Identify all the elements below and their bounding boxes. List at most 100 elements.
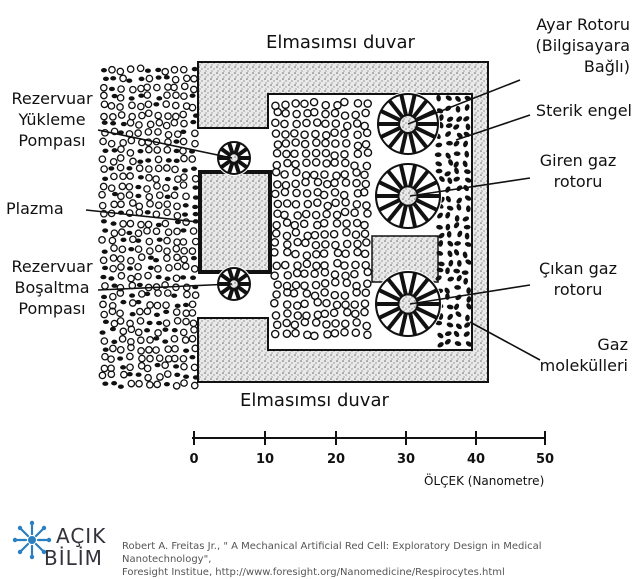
plasma-dot — [110, 76, 117, 81]
reservoir-ring — [282, 329, 292, 338]
plasma-ring — [100, 165, 108, 173]
reservoir-ring — [273, 280, 283, 289]
reservoir-ring — [312, 138, 321, 147]
plasma-dot — [165, 158, 172, 163]
plasma-ring — [127, 379, 136, 388]
plasma-ring — [154, 289, 162, 297]
plasma-dot — [102, 228, 109, 233]
plasma-ring — [100, 100, 109, 109]
plasma-dot — [102, 319, 109, 325]
plasma-dot — [173, 158, 180, 164]
plasma-ring — [125, 182, 134, 191]
plasma-dot — [180, 228, 187, 233]
plasma-ring — [162, 301, 170, 310]
plasma-dot — [100, 219, 107, 224]
plasma-ring — [189, 319, 198, 328]
plasma-ring — [180, 154, 188, 163]
gas-molecule — [466, 287, 471, 295]
gas-molecule — [456, 197, 462, 204]
reservoir-ring — [329, 308, 339, 318]
rotor-blade — [387, 99, 404, 118]
plasma-ring — [180, 255, 189, 264]
reservoir-ring — [313, 297, 323, 307]
plasma-ring — [163, 208, 171, 217]
plasma-ring — [110, 172, 118, 181]
plasma-ring — [126, 363, 134, 372]
rotor-blade — [219, 285, 232, 296]
plasma-ring — [171, 112, 180, 121]
reservoir-ring — [283, 270, 293, 280]
reservoir-ring — [301, 209, 311, 219]
plasma-ring — [126, 352, 134, 361]
plasma-ring — [156, 373, 164, 381]
plasma-ring — [127, 343, 135, 352]
plasma-ring — [173, 253, 181, 262]
reservoir-ring — [273, 199, 283, 209]
plasma-ring — [108, 301, 117, 310]
plasma-ring — [101, 352, 109, 361]
gas-molecule — [436, 224, 443, 230]
gas-molecule — [447, 276, 455, 282]
reservoir-ring — [323, 201, 333, 211]
plasma-dot — [135, 238, 142, 243]
reservoir-ring — [301, 149, 311, 158]
reservoir-ring — [282, 300, 292, 309]
plasma-ring — [128, 299, 137, 307]
gas-molecule — [445, 267, 450, 275]
plasma-dot — [147, 255, 154, 260]
plasma-ring — [135, 208, 144, 217]
reservoir-ring — [360, 249, 370, 259]
plasma-ring — [163, 236, 171, 245]
plasma-ring — [126, 65, 135, 73]
gas-molecule — [464, 232, 470, 240]
plasma-ring — [145, 247, 154, 255]
reservoir-ring — [352, 281, 361, 291]
reservoir-ring — [341, 139, 351, 148]
plasma-ring — [127, 337, 135, 346]
plasma-ring — [99, 83, 108, 92]
rotor-blade — [227, 142, 235, 154]
rotor-rim — [375, 163, 441, 229]
plasma-molecules — [98, 64, 200, 390]
reservoir-ring — [330, 158, 339, 167]
scale-title: ÖLÇEK (Nanometre) — [424, 474, 545, 488]
plasma-ring — [144, 165, 153, 173]
plasma-ring — [116, 309, 124, 318]
rotor-blade — [398, 164, 408, 187]
reservoir-ring — [282, 231, 292, 241]
reservoir-ring — [360, 121, 369, 131]
plasma-ring — [136, 64, 145, 73]
plasma-ring — [107, 355, 115, 364]
label-line: molekülleri — [539, 356, 628, 375]
plasma-ring — [135, 121, 143, 129]
gas-molecule — [444, 287, 450, 294]
gas-molecule — [437, 212, 443, 219]
reservoir-ring — [283, 240, 292, 249]
gas-molecule — [453, 161, 459, 168]
reservoir-ring — [300, 99, 309, 109]
plasma-ring — [171, 344, 179, 353]
leader-plasma — [85, 209, 199, 223]
reservoir-ring — [292, 119, 301, 129]
reservoir-ring — [319, 249, 329, 258]
reservoir-ring — [330, 328, 340, 338]
plasma-ring — [117, 271, 126, 280]
plasma-dot — [144, 210, 151, 215]
plasma-ring — [182, 309, 191, 318]
reservoir-ring — [291, 200, 301, 209]
reservoir-ring — [360, 299, 370, 308]
reservoir-load-pump — [216, 140, 252, 176]
reservoir-ring — [320, 267, 330, 277]
plasma-ring — [189, 85, 198, 94]
plasma-ring — [154, 111, 163, 120]
plasma-ring — [109, 254, 118, 262]
reservoir-ring — [292, 109, 301, 119]
plasma-ring — [134, 328, 143, 337]
rotor-blade — [219, 272, 232, 283]
reservoir-ring — [272, 261, 282, 271]
gas-molecule — [447, 250, 453, 258]
plasma-ring — [137, 102, 145, 111]
plasma-ring — [188, 155, 197, 163]
reservoir-ring — [361, 260, 371, 270]
gas-molecule — [438, 232, 445, 239]
